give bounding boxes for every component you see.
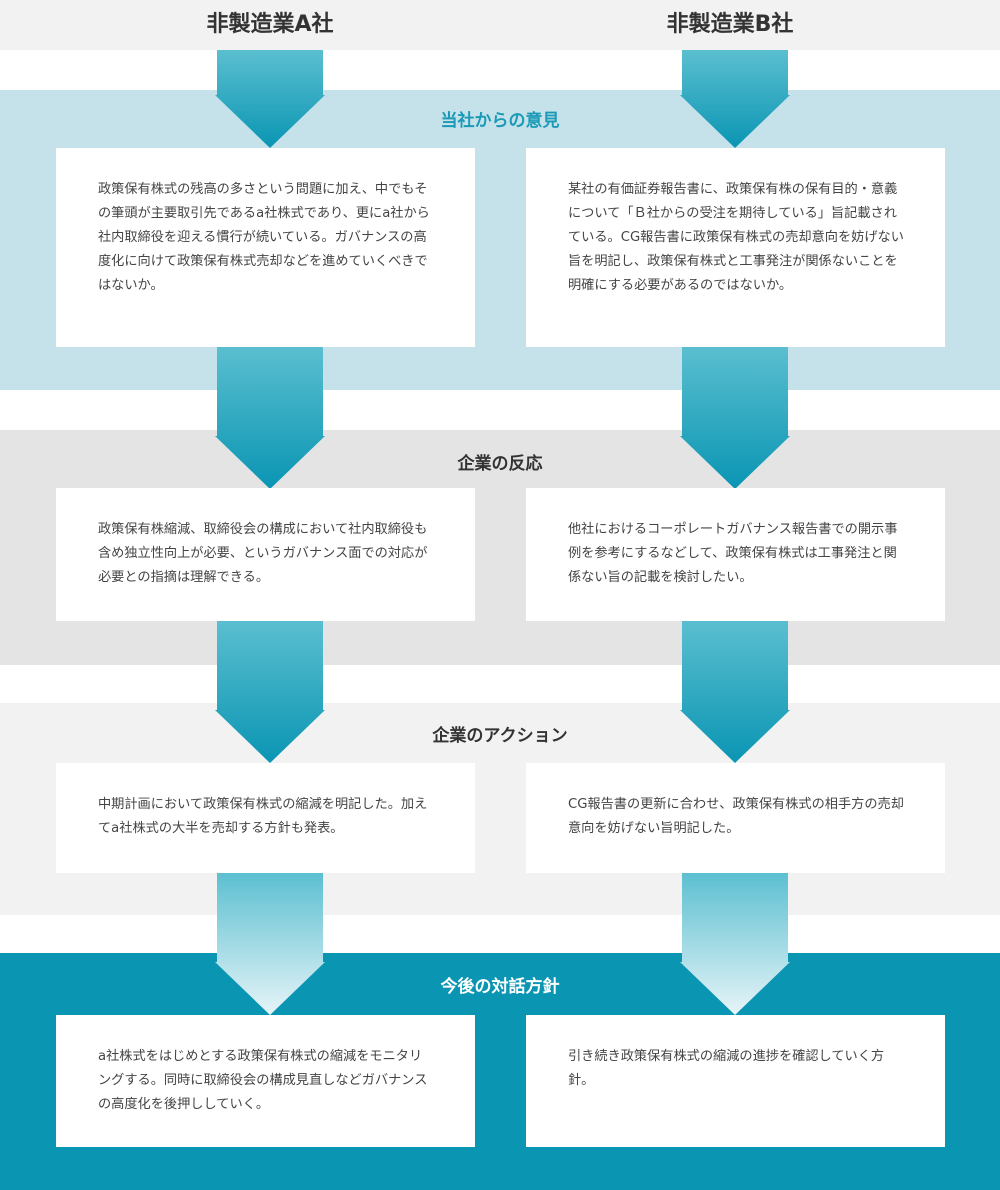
section-title-policy: 今後の対話方針 — [440, 977, 560, 997]
column-title-company-a: 非製造業A社 — [206, 12, 334, 37]
action-box-company-b: CG報告書の更新に合わせ、政策保有株式の相手方の売却意向を妨げない旨明記した。 — [526, 763, 945, 873]
column-title-company-b: 非製造業B社 — [666, 12, 794, 37]
flow-arrow-icon — [215, 346, 325, 489]
section-title-opinion: 当社からの意見 — [440, 111, 560, 131]
action-box-company-a: 中期計画において政策保有株式の縮減を明記した。加えてa社株式の大半を売却する方針… — [56, 763, 475, 873]
flow-arrow-icon — [680, 872, 790, 1015]
column-header-band — [0, 0, 1000, 50]
flow-arrow-icon — [215, 50, 325, 148]
reaction-box-company-a: 政策保有株縮減、取締役会の構成において社内取締役も含め独立性向上が必要、というガ… — [56, 488, 475, 621]
flow-arrow-icon — [680, 620, 790, 763]
reaction-box-company-b: 他社におけるコーポレートガバナンス報告書での開示事例を参考にするなどして、政策保… — [526, 488, 945, 621]
section-title-action: 企業のアクション — [432, 726, 568, 746]
opinion-box-company-a: 政策保有株式の残高の多さという問題に加え、中でもその筆頭が主要取引先であるa社株… — [56, 148, 475, 347]
flow-arrow-icon — [215, 620, 325, 763]
section-title-reaction: 企業の反応 — [457, 454, 543, 474]
flow-arrow-icon — [215, 872, 325, 1015]
opinion-box-company-b: 某社の有価証券報告書に、政策保有株の保有目的・意義について「Ｂ社からの受注を期待… — [526, 148, 945, 347]
flow-arrow-icon — [680, 50, 790, 148]
policy-box-company-b: 引き続き政策保有株式の縮減の進捗を確認していく方針。 — [526, 1015, 945, 1147]
policy-box-company-a: a社株式をはじめとする政策保有株式の縮減をモニタリングする。同時に取締役会の構成… — [56, 1015, 475, 1147]
flow-arrow-icon — [680, 346, 790, 489]
